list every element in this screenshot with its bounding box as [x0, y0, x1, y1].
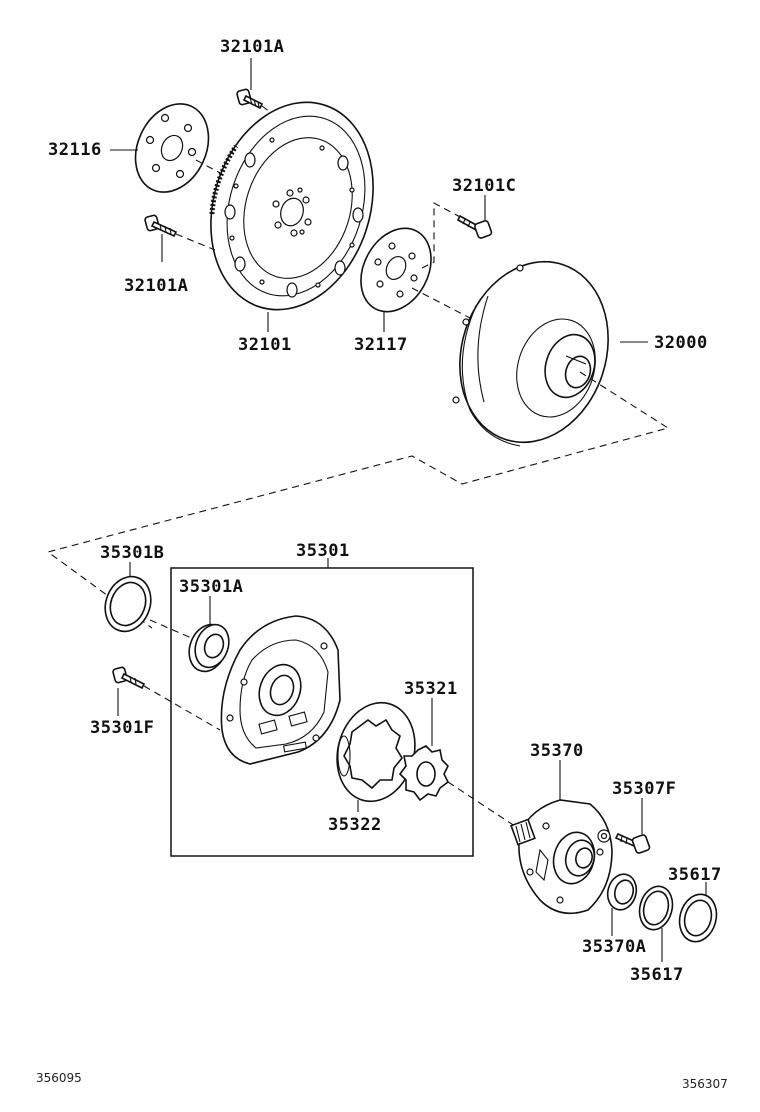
label-35301a: 35301A — [179, 577, 243, 597]
seal-35370a[interactable] — [604, 871, 640, 913]
oil-seal-35301a[interactable] — [183, 619, 235, 676]
bolt-32101a-bottom[interactable] — [144, 214, 178, 238]
label-32101: 32101 — [238, 335, 292, 355]
label-35307f: 35307F — [612, 779, 676, 799]
label-35301f: 35301F — [90, 718, 154, 738]
dash-gear-to-stator — [447, 781, 531, 837]
label-32101a-top: 32101A — [220, 37, 284, 57]
dash-32117-bolt — [421, 202, 463, 269]
o-ring-35301b[interactable] — [98, 570, 158, 638]
label-35322: 35322 — [328, 815, 382, 835]
torque-converter-32000[interactable] — [437, 242, 631, 461]
drive-plate-32101[interactable] — [185, 81, 399, 331]
label-35321: 35321 — [404, 679, 458, 699]
driven-gear-35322[interactable] — [326, 694, 425, 810]
dash-35301b — [149, 619, 197, 641]
label-32101a-bottom: 32101A — [124, 276, 188, 296]
label-35617-bottom: 35617 — [630, 965, 684, 985]
label-32116: 32116 — [48, 140, 102, 160]
dash-32117-converter — [411, 287, 471, 319]
label-35301b: 35301B — [100, 543, 164, 563]
stator-shaft-35370[interactable] — [510, 799, 613, 915]
label-32101c: 32101C — [452, 176, 516, 196]
ring-35617-middle[interactable] — [635, 883, 677, 934]
plate-32116[interactable] — [122, 92, 223, 204]
oil-pump-body[interactable] — [220, 615, 341, 765]
dash-converter-to-pump — [46, 371, 670, 629]
dash-32101a-bottom — [175, 233, 216, 251]
label-35370a: 35370A — [582, 937, 646, 957]
label-35617-top: 35617 — [668, 865, 722, 885]
label-32000: 32000 — [654, 333, 708, 353]
label-32117: 32117 — [354, 335, 408, 355]
bolt-35301f[interactable] — [112, 666, 146, 690]
bolt-32101c[interactable] — [456, 214, 493, 239]
footer-right-code: 356307 — [682, 1077, 728, 1091]
bolt-35307f[interactable] — [614, 832, 651, 854]
bolt-32101a-top[interactable] — [236, 88, 264, 110]
dash-35301f — [143, 685, 221, 731]
drive-gear-35321[interactable] — [398, 745, 450, 802]
footer-left-code: 356095 — [36, 1071, 82, 1085]
oil-pump-assembly-box-35301 — [170, 567, 474, 857]
label-35370: 35370 — [530, 741, 584, 761]
plate-32117[interactable] — [347, 216, 445, 324]
label-35301: 35301 — [296, 541, 350, 561]
ring-35617-right[interactable] — [674, 890, 721, 946]
